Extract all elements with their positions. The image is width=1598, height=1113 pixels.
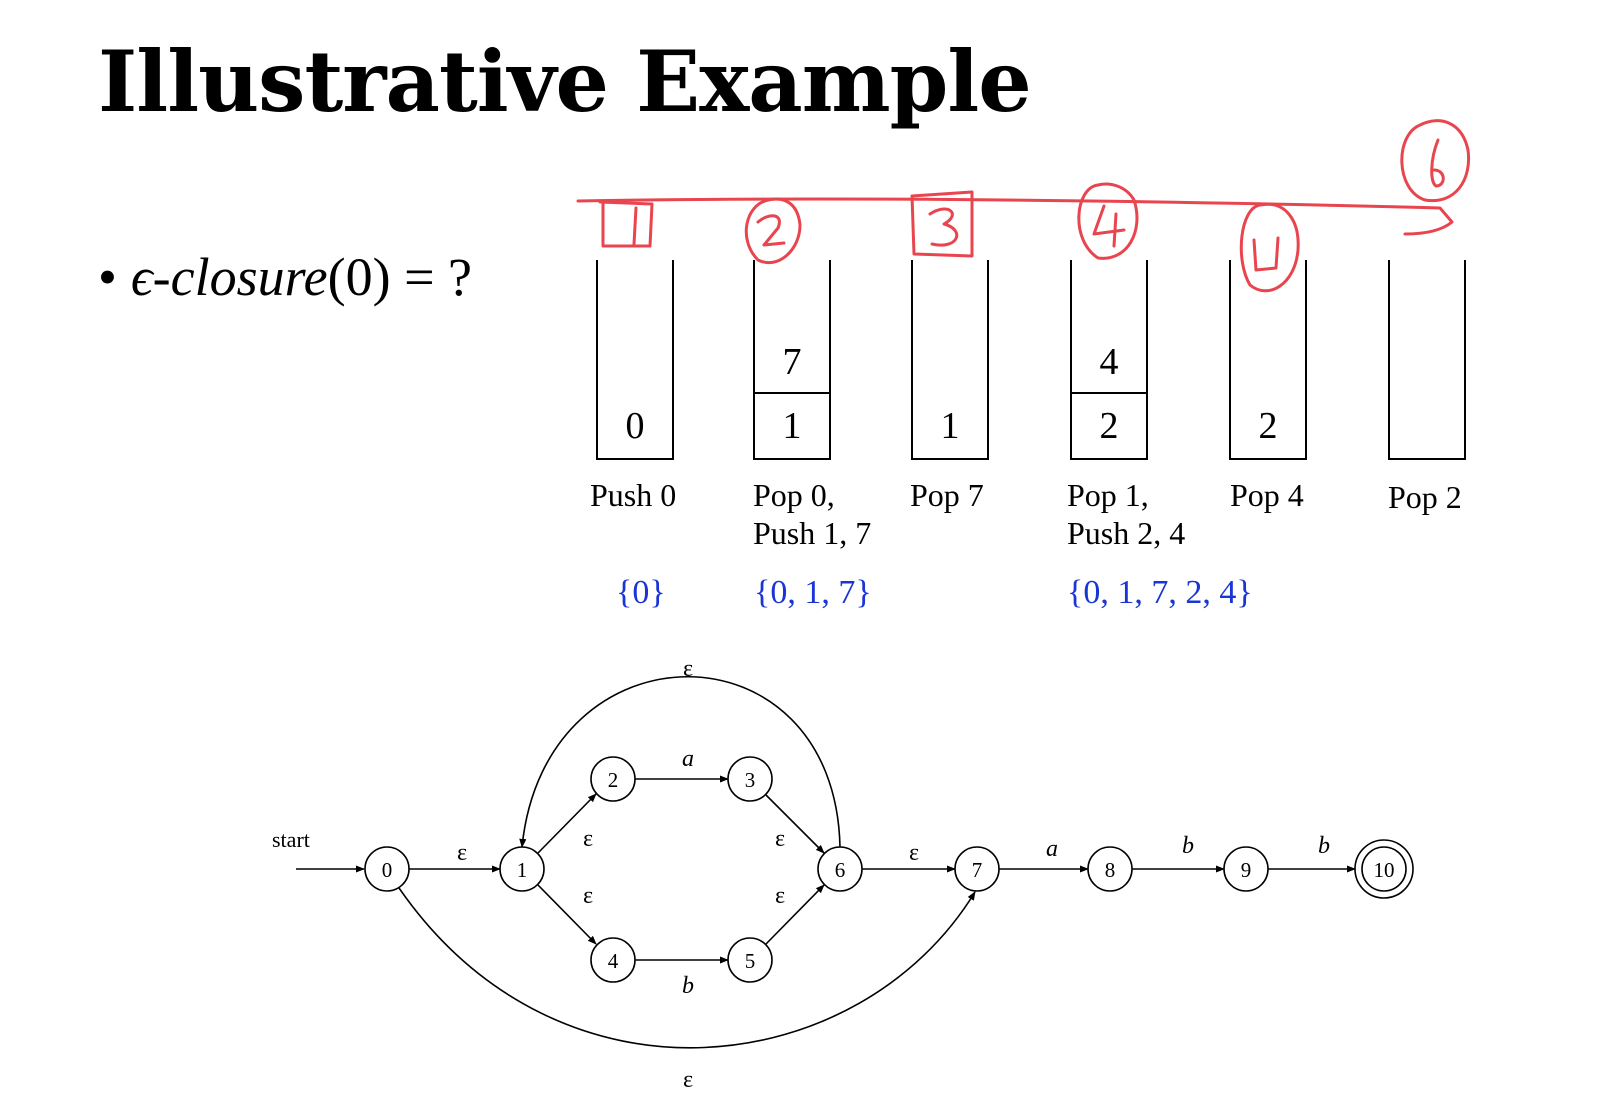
stack-step-6: [1388, 260, 1466, 460]
state-5: 5: [727, 937, 773, 983]
state-6: 6: [817, 846, 863, 892]
stack-step-3: 1: [911, 260, 989, 460]
edge-0-1: ε: [409, 840, 501, 873]
state-0: 0: [364, 846, 410, 892]
svg-text:ε: ε: [683, 656, 693, 682]
svg-text:ε: ε: [775, 883, 785, 909]
stack-cell: 7: [755, 330, 829, 394]
edge-4-5: b: [635, 956, 729, 999]
svg-text:b: b: [1182, 833, 1194, 859]
operation-label: Pop 7: [910, 477, 984, 513]
operation-label: Push 0: [590, 477, 677, 513]
svg-text:3: 3: [745, 768, 756, 792]
question-bullet: •ϵ-closure(0) = ?: [98, 250, 472, 304]
svg-text:9: 9: [1241, 858, 1252, 882]
closure-set: {0, 1, 7, 2, 4}: [1067, 574, 1253, 611]
svg-text:4: 4: [608, 949, 619, 973]
stack-cell: 4: [1072, 330, 1146, 394]
svg-text:b: b: [1318, 833, 1330, 859]
operation-label: Pop 0, Push 1, 7: [753, 477, 872, 551]
svg-text:a: a: [682, 746, 694, 772]
state-7: 7: [954, 846, 1000, 892]
svg-text:5: 5: [745, 949, 756, 973]
operation-label: Pop 1, Push 2, 4: [1067, 477, 1186, 551]
edge-6-1-loop: ε: [519, 656, 841, 848]
state-8: 8: [1087, 846, 1133, 892]
svg-text:6: 6: [835, 858, 846, 882]
closure-argument: (0) = ?: [327, 247, 472, 307]
step-mark-5: [1239, 202, 1300, 293]
svg-text:ε: ε: [583, 883, 593, 909]
closure-function: ϵ-closure: [130, 247, 328, 307]
edge-6-7: ε: [862, 840, 956, 873]
edge-1-2: ε: [537, 793, 597, 854]
svg-text:ε: ε: [457, 840, 467, 866]
start-label: start: [272, 827, 310, 852]
state-3: 3: [727, 756, 773, 802]
stack-cell: 0: [625, 405, 645, 447]
stack-step-4: 4 2: [1070, 260, 1148, 460]
stack-cell: 1: [782, 405, 802, 447]
stack-step-2: 7 1: [753, 260, 831, 460]
bullet-dot: •: [98, 247, 117, 307]
svg-text:7: 7: [972, 858, 983, 882]
stack-step-1: 0: [596, 260, 674, 460]
svg-text:8: 8: [1105, 858, 1116, 882]
stack-cell: 2: [1099, 405, 1119, 447]
step-mark-3: [910, 190, 974, 258]
svg-text:b: b: [682, 973, 694, 999]
edge-8-9: b: [1132, 833, 1225, 873]
edge-9-10: b: [1268, 833, 1356, 873]
edge-1-4: ε: [537, 883, 597, 945]
svg-text:ε: ε: [775, 826, 785, 852]
step-mark-2: [744, 197, 802, 264]
stack-step-5: 2: [1229, 260, 1307, 460]
edge-0-7-bypass: ε: [398, 887, 976, 1093]
operation-label: Pop 2: [1388, 479, 1462, 515]
svg-text:10: 10: [1374, 858, 1395, 882]
state-10-accepting: 10: [1354, 839, 1414, 899]
state-4: 4: [590, 937, 636, 983]
operation-label: Pop 4: [1230, 477, 1304, 513]
step-mark-6: [1400, 119, 1471, 203]
svg-text:0: 0: [382, 858, 393, 882]
svg-text:ε: ε: [683, 1067, 693, 1093]
svg-text:ε: ε: [583, 826, 593, 852]
svg-text:ε: ε: [909, 840, 919, 866]
edge-3-6: ε: [765, 794, 825, 854]
stack-cell: 1: [940, 405, 960, 447]
svg-text:2: 2: [608, 768, 619, 792]
slide-title: Illustrative Example: [98, 32, 1032, 131]
svg-text:1: 1: [517, 858, 528, 882]
closure-set: {0, 1, 7}: [754, 574, 872, 611]
state-9: 9: [1223, 846, 1269, 892]
step-mark-1: [598, 200, 654, 248]
stack-cell: 2: [1258, 405, 1278, 447]
strike-line: [576, 197, 1454, 236]
edge-5-6: ε: [765, 883, 825, 945]
state-2: 2: [590, 756, 636, 802]
state-1: 1: [499, 846, 545, 892]
closure-set: {0}: [616, 574, 666, 611]
edge-2-3: a: [635, 746, 729, 783]
step-mark-4: [1077, 182, 1139, 260]
svg-text:a: a: [1046, 836, 1058, 862]
edge-7-8: a: [999, 836, 1089, 873]
